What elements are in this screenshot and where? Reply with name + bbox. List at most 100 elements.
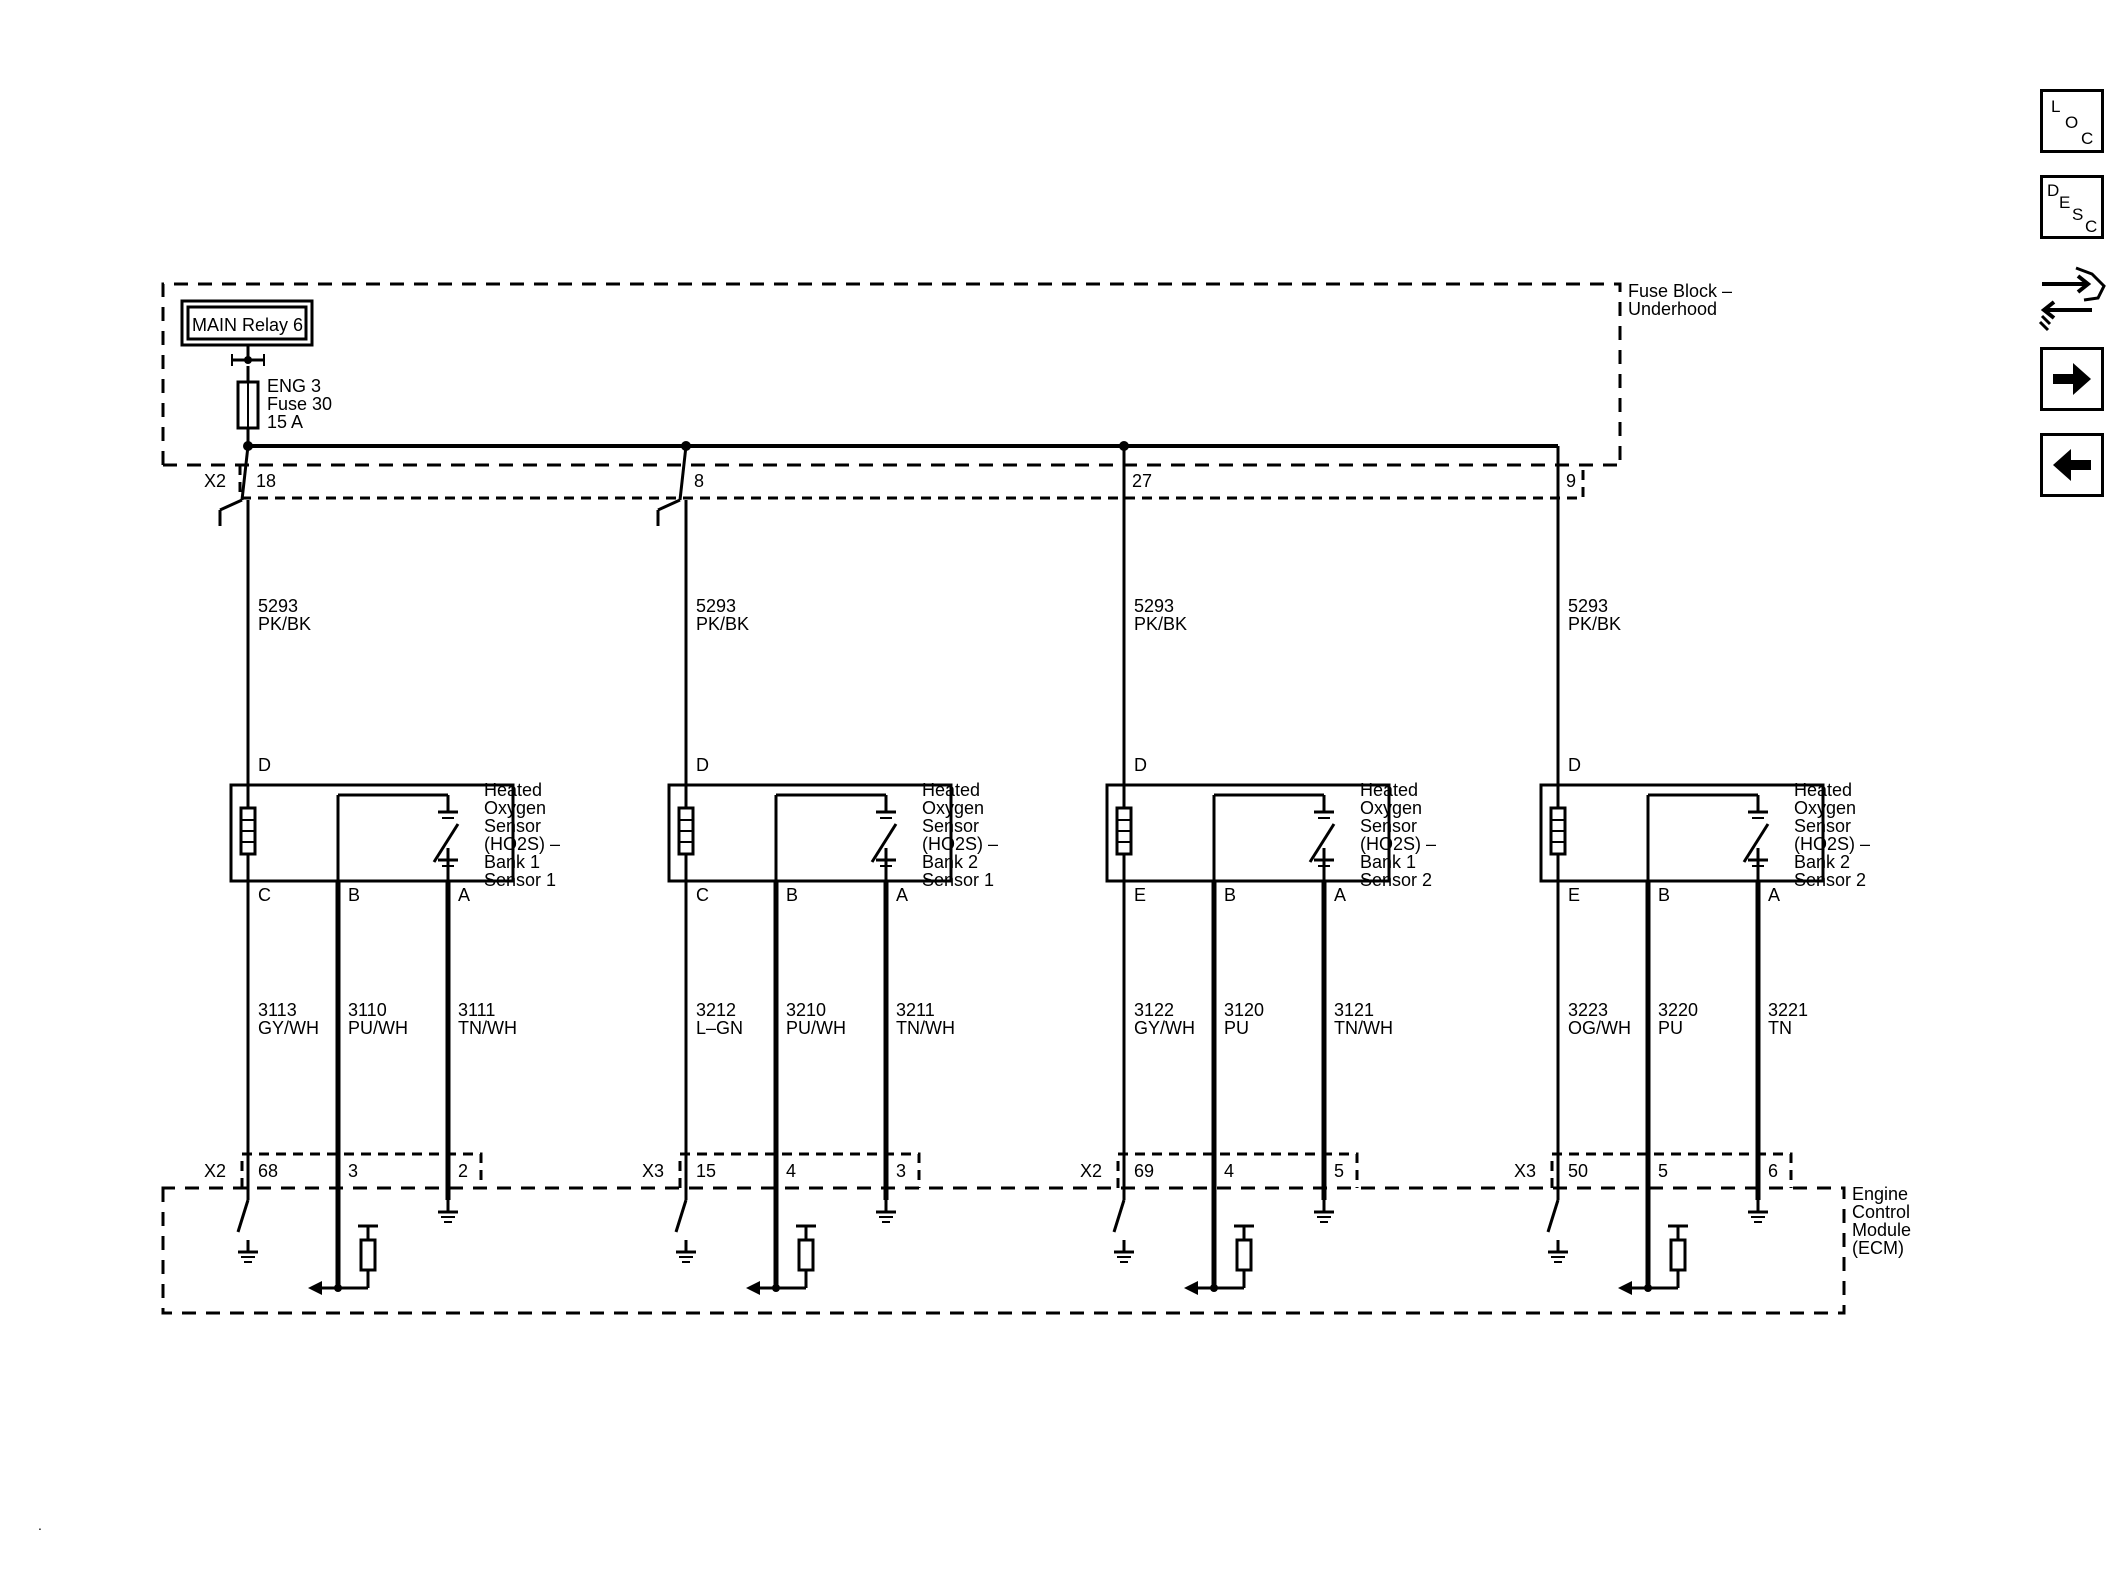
top-connector-label: X2 — [204, 471, 226, 491]
feed-circuit-number: 5293 — [696, 596, 736, 616]
pin-b-label: B — [1224, 885, 1236, 905]
top-connector-x2: X2 — [204, 465, 1585, 500]
arrow-left-icon — [2053, 449, 2091, 481]
fuse-block-underhood: Fuse Block – Underhood MAIN Relay 6 ENG … — [161, 281, 1732, 467]
wire-color: PU — [1658, 1018, 1683, 1038]
wire-circuit-number: 3221 — [1768, 1000, 1808, 1020]
top-pin-label: 8 — [694, 471, 704, 491]
ecm-pin-heater: 15 — [696, 1161, 716, 1181]
feed-circuit-number: 5293 — [1568, 596, 1608, 616]
pin-a-label: A — [1768, 885, 1780, 905]
pin-d-label: D — [696, 755, 709, 775]
feed-circuit-number: 5293 — [1134, 596, 1174, 616]
ecm-connector-label: X3 — [1514, 1161, 1536, 1181]
feed-wire-color: PK/BK — [696, 614, 749, 634]
wire-circuit-number: 3121 — [1334, 1000, 1374, 1020]
wire-color: GY/WH — [258, 1018, 319, 1038]
wire-circuit-number: 3122 — [1134, 1000, 1174, 1020]
ecm-pin-signal-high: 3 — [348, 1161, 358, 1181]
sensor-name-line-6: Sensor 1 — [484, 870, 556, 890]
next-page-button[interactable] — [2040, 347, 2104, 411]
top-pin-label: 9 — [1566, 471, 1576, 491]
sensor-name-line-4: (HO2S) – — [922, 834, 998, 854]
top-pin-label: 27 — [1132, 471, 1152, 491]
sensor-name-line-5: Bank 2 — [922, 852, 978, 872]
corner-mark: . — [38, 1517, 42, 1533]
bias-resistor-icon — [797, 1238, 815, 1272]
ecm-connector-label: X2 — [204, 1161, 226, 1181]
pin-d-label: D — [1568, 755, 1581, 775]
wire-color: PU — [1224, 1018, 1249, 1038]
location-button[interactable]: L O C — [2040, 89, 2104, 153]
pin-a-label: A — [1334, 885, 1346, 905]
sensor-name-line-5: Bank 1 — [1360, 852, 1416, 872]
feed-wire-color: PK/BK — [1134, 614, 1187, 634]
fuse-rating: 15 A — [267, 412, 303, 432]
wire-circuit-number: 3212 — [696, 1000, 736, 1020]
wire-circuit-number: 3110 — [348, 1000, 387, 1020]
sensor-name-line-4: (HO2S) – — [1360, 834, 1436, 854]
sensor-name-line-2: Oxygen — [1360, 798, 1422, 818]
ecm-pin-signal-high: 4 — [786, 1161, 796, 1181]
ecm-pin-heater: 50 — [1568, 1161, 1588, 1181]
sensor-name-line-3: Sensor — [484, 816, 541, 836]
wire-circuit-number: 3211 — [896, 1000, 935, 1020]
connector-end-view-button[interactable] — [2036, 260, 2108, 332]
main-relay-label: MAIN Relay 6 — [192, 315, 303, 335]
pin-b-label: B — [786, 885, 798, 905]
ecm-pin-heater: 69 — [1134, 1161, 1154, 1181]
sensor-name-line-2: Oxygen — [922, 798, 984, 818]
sensor-name-line-5: Bank 2 — [1794, 852, 1850, 872]
ecm-label-4: (ECM) — [1852, 1238, 1904, 1258]
ecm-connector-label: X2 — [1080, 1161, 1102, 1181]
fuse-number: Fuse 30 — [267, 394, 332, 414]
wire-color: GY/WH — [1134, 1018, 1195, 1038]
desc-letter-d: D — [2047, 181, 2060, 200]
oxygen-sensor-box — [229, 783, 515, 883]
oxygen-sensor-box — [667, 783, 953, 883]
ecm-pin-heater: 68 — [258, 1161, 278, 1181]
fuse-block-label-1: Fuse Block – — [1628, 281, 1732, 301]
wire-circuit-number: 3120 — [1224, 1000, 1264, 1020]
loc-letter-l: L — [2051, 97, 2061, 116]
wire-color: L–GN — [696, 1018, 743, 1038]
ecm-pin-signal-low: 6 — [1768, 1161, 1778, 1181]
feed-circuit-number: 5293 — [258, 596, 298, 616]
loc-letter-o: O — [2065, 113, 2079, 132]
bias-resistor-icon — [359, 1238, 377, 1272]
sensor-name-line-1: Heated — [1360, 780, 1418, 800]
wire-color: PU/WH — [348, 1018, 408, 1038]
bias-resistor-icon — [1235, 1238, 1253, 1272]
sensor-name-line-1: Heated — [484, 780, 542, 800]
description-button[interactable]: D E S C — [2040, 175, 2104, 239]
previous-page-button[interactable] — [2040, 433, 2104, 497]
wire-color: TN/WH — [896, 1018, 955, 1038]
fuse-name: ENG 3 — [267, 376, 321, 396]
sensor-name-line-6: Sensor 2 — [1360, 870, 1432, 890]
pin-heater-low-label: E — [1134, 885, 1146, 905]
connector-end-view-icon — [2038, 266, 2106, 332]
loc-letter-c: C — [2081, 129, 2094, 148]
ecm-label-2: Control — [1852, 1202, 1910, 1222]
pin-heater-low-label: C — [696, 885, 709, 905]
wire-circuit-number: 3220 — [1658, 1000, 1698, 1020]
ecm-pin-signal-low: 2 — [458, 1161, 468, 1181]
sensor-name-line-4: (HO2S) – — [484, 834, 560, 854]
arrow-right-icon — [2053, 363, 2091, 395]
bias-resistor-icon — [1669, 1238, 1687, 1272]
pin-a-label: A — [896, 885, 908, 905]
sensor-name-line-1: Heated — [1794, 780, 1852, 800]
sensor-name-line-2: Oxygen — [484, 798, 546, 818]
pin-d-label: D — [258, 755, 271, 775]
ecm-pin-signal-low: 3 — [896, 1161, 906, 1181]
sensor-name-line-6: Sensor 2 — [1794, 870, 1866, 890]
pin-b-label: B — [348, 885, 360, 905]
wire-circuit-number: 3111 — [458, 1000, 495, 1020]
sensor-name-line-3: Sensor — [1360, 816, 1417, 836]
pin-b-label: B — [1658, 885, 1670, 905]
sensor-name-line-1: Heated — [922, 780, 980, 800]
